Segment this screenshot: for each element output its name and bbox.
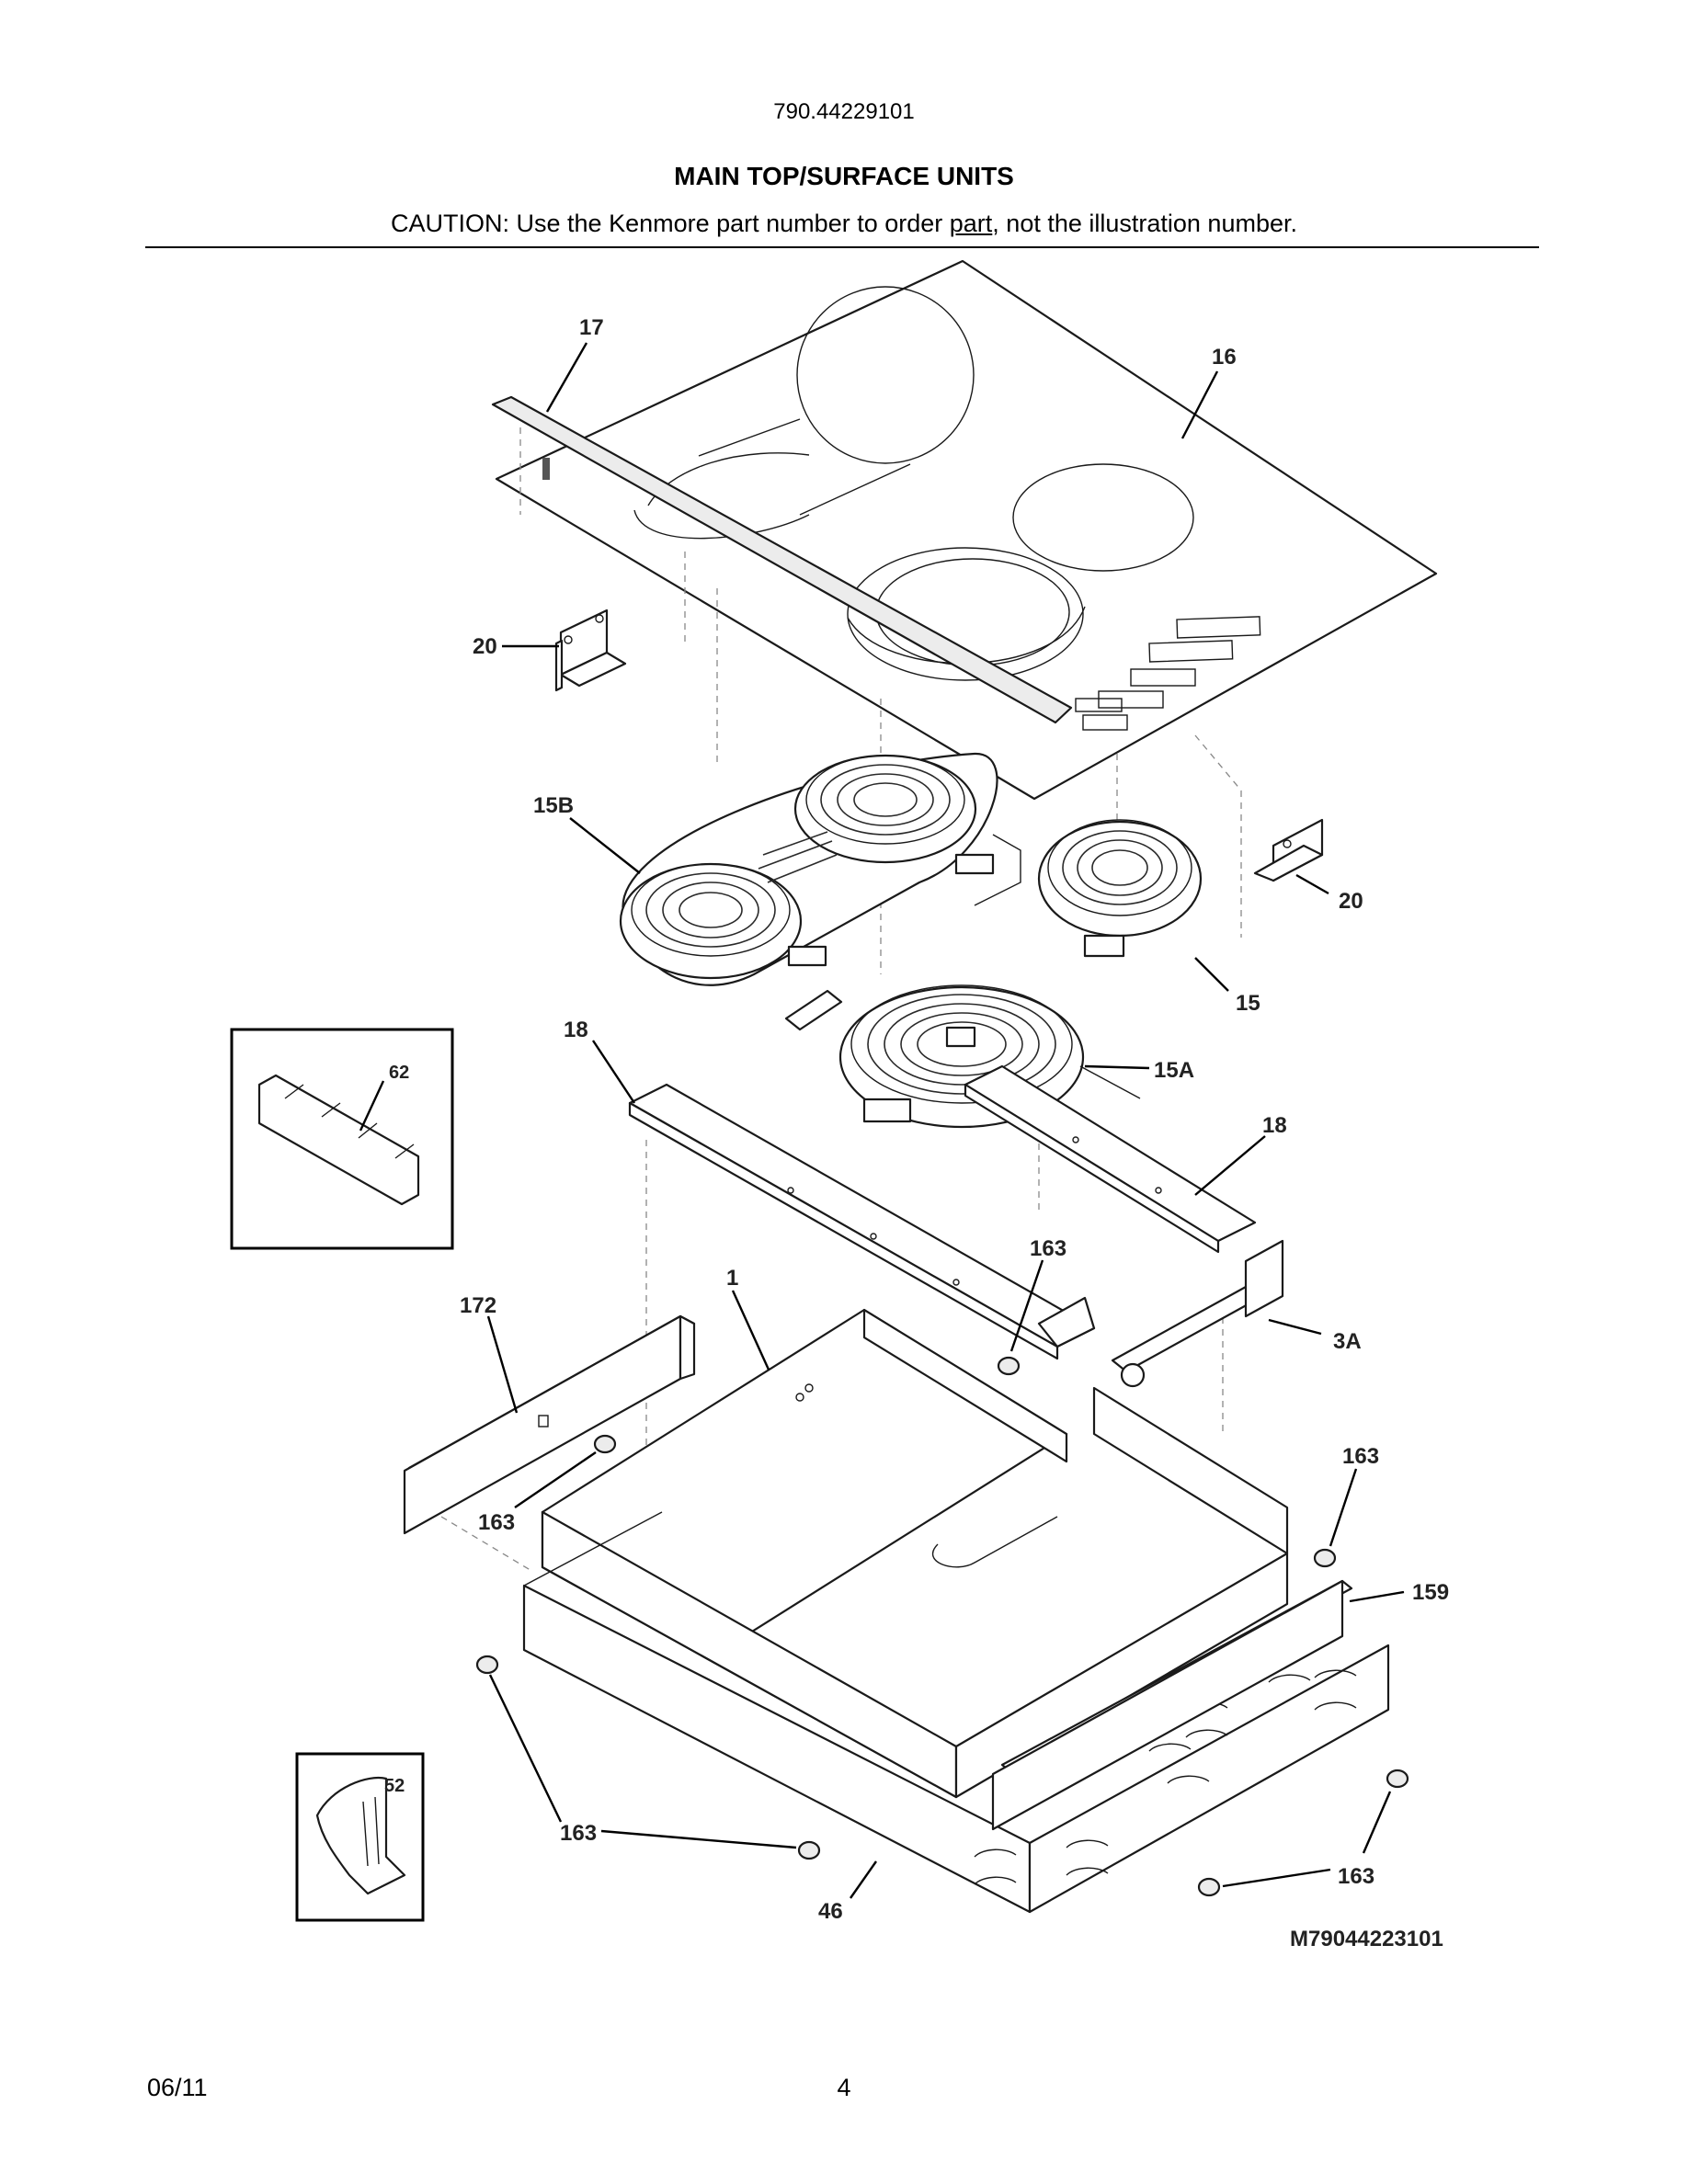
caution-underlined-word: part (949, 210, 993, 237)
grommet (1313, 1548, 1337, 1568)
leader-lines (359, 342, 1405, 1899)
header-rule (145, 246, 1539, 248)
page-number: 4 (837, 2074, 851, 2101)
callout-163-b: 163 (1342, 1444, 1379, 1469)
inset-box-52 (295, 1752, 425, 1922)
bracket-172 (403, 1314, 696, 1535)
inset-box-62 (230, 1028, 454, 1250)
callout-62: 62 (389, 1063, 409, 1083)
callout-159: 159 (1412, 1580, 1449, 1605)
footer-date: 06/11 (147, 2074, 208, 2101)
large-element (784, 984, 1141, 1129)
dual-element-assembly (619, 752, 1021, 986)
single-element (1037, 819, 1203, 958)
caution-note: CAUTION: Use the Kenmore part number to … (0, 210, 1688, 238)
grommet (1197, 1877, 1221, 1897)
callout-46: 46 (818, 1899, 843, 1924)
bracket-159 (991, 1579, 1353, 1831)
callout-163-e: 163 (1338, 1864, 1374, 1889)
control-panel-graphics (1075, 616, 1261, 731)
callout-3a: 3A (1333, 1329, 1362, 1354)
callout-18-right: 18 (1262, 1113, 1287, 1138)
bracket-left (554, 609, 627, 692)
page-title: MAIN TOP/SURFACE UNITS (674, 162, 1014, 190)
callout-15a: 15A (1154, 1058, 1194, 1083)
grommet (997, 1356, 1021, 1376)
inner-pan (541, 1308, 1289, 1799)
callout-15b: 15B (533, 793, 574, 818)
callout-1: 1 (726, 1266, 738, 1291)
grommet (1386, 1769, 1409, 1789)
grommet (475, 1655, 499, 1675)
grommet (593, 1434, 617, 1454)
caution-text-end: , not the illustration number. (992, 210, 1297, 237)
rail-left (628, 1083, 1096, 1360)
grommet (797, 1840, 821, 1860)
callout-163-a: 163 (1030, 1236, 1066, 1261)
callout-20-left: 20 (473, 634, 497, 659)
glass-cooktop (495, 259, 1438, 801)
callout-163-c: 163 (478, 1510, 515, 1535)
bracket-3a (1111, 1239, 1284, 1388)
callout-labels: 17 16 20 15B 20 15 18 62 15A 18 163 172 … (384, 315, 1449, 1951)
model-number: 790.44229101 (773, 99, 915, 124)
callout-16: 16 (1212, 345, 1237, 370)
brand-mark (542, 458, 550, 480)
drawing-id: M79044223101 (1290, 1927, 1443, 1951)
callout-172: 172 (460, 1293, 496, 1318)
trim-strip (491, 395, 1073, 724)
callout-15: 15 (1236, 991, 1260, 1016)
caution-text-start: CAUTION: Use the Kenmore part number to … (391, 210, 950, 237)
grommets (475, 1356, 1409, 1897)
callout-163-d: 163 (560, 1821, 597, 1846)
rail-right (964, 1064, 1257, 1254)
callout-17: 17 (579, 315, 604, 340)
bracket-right (1253, 818, 1324, 882)
callout-52: 52 (384, 1776, 405, 1796)
callout-20-right: 20 (1339, 889, 1363, 914)
callout-18-left: 18 (564, 1018, 588, 1042)
base-pan (522, 1511, 1390, 1914)
